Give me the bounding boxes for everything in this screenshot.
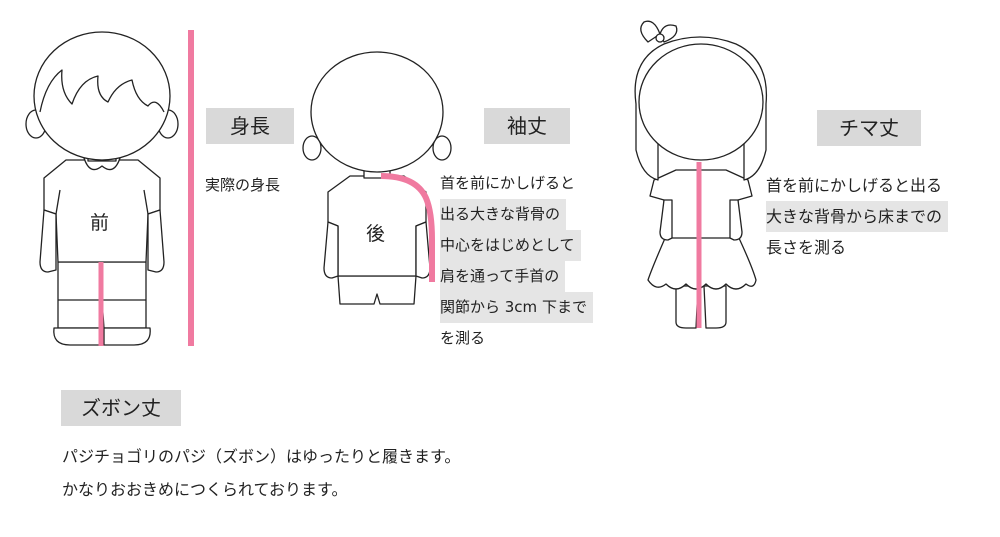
sleeve-line-2: 出る大きな背骨の [440, 199, 566, 230]
pants-description: パジチョゴリのパジ（ズボン）はゆったりと履きます。 かなりおおきめにつくられてお… [62, 440, 460, 506]
back-mark: 後 [366, 219, 385, 246]
sleeve-line-6: を測る [440, 323, 575, 354]
pants-heading: ズボン丈 [61, 390, 181, 426]
height-description: 実際の身長 [205, 170, 280, 201]
front-mark: 前 [90, 208, 109, 235]
skirt-heading: チマ丈 [817, 110, 921, 146]
pants-line-2: かなりおおきめにつくられております。 [62, 473, 460, 506]
sleeve-description: 首を前にかしげると 出る大きな背骨の 中心をはじめとして 肩を通って手首の 関節… [440, 168, 575, 354]
sleeve-line-3: 中心をはじめとして [440, 230, 581, 261]
skirt-line-2: 大きな背骨から床までの [766, 201, 948, 232]
skirt-line-1: 首を前にかしげると出る [766, 170, 942, 201]
back-child-figure [303, 52, 451, 304]
sleeve-line-1: 首を前にかしげると [440, 168, 575, 199]
skirt-line-3: 長さを測る [766, 232, 942, 263]
sleeve-heading: 袖丈 [484, 108, 570, 144]
sleeve-line-4: 肩を通って手首の [440, 261, 565, 292]
height-heading: 身長 [206, 108, 294, 144]
pants-line-1: パジチョゴリのパジ（ズボン）はゆったりと履きます。 [62, 440, 460, 473]
sleeve-line-5: 関節から 3cm 下まで [440, 292, 593, 323]
skirt-description: 首を前にかしげると出る 大きな背骨から床までの 長さを測る [766, 170, 942, 263]
